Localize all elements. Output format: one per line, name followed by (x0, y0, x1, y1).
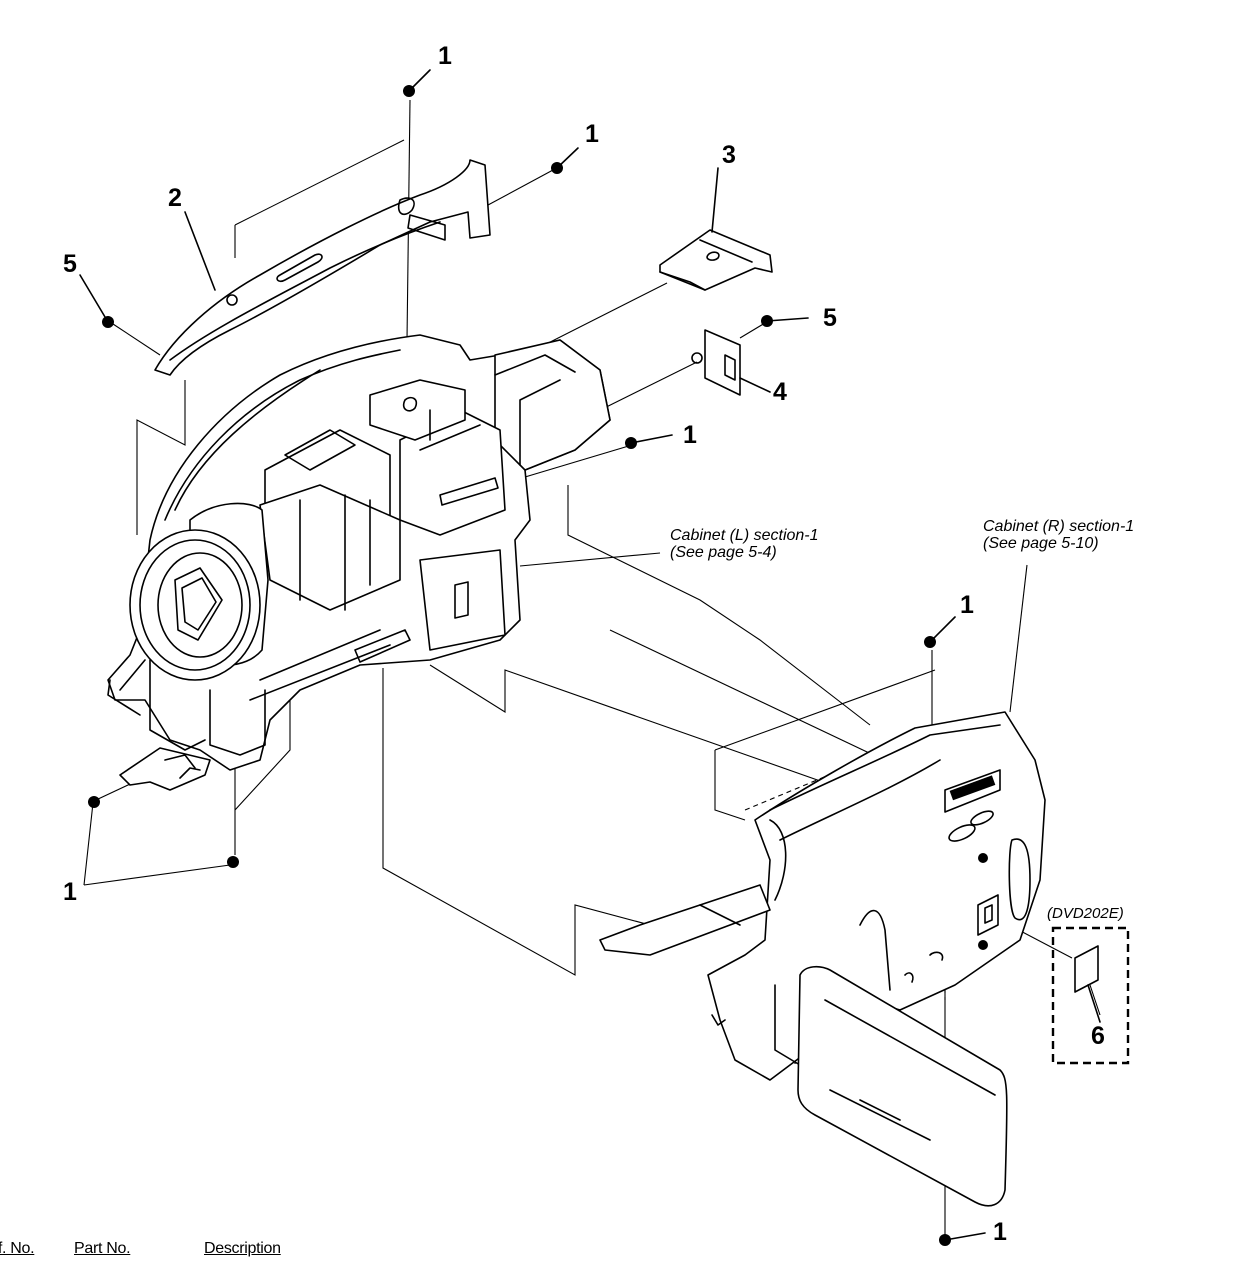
grip-cover-part (154, 159, 491, 376)
screw-icon (939, 1232, 986, 1246)
camera-body (107, 334, 611, 791)
ref-no-header: Ref. No. (0, 1240, 35, 1257)
callout-screw-right: 5 (823, 304, 837, 332)
screw-icon (79, 274, 114, 328)
bracket-part (691, 329, 741, 396)
leader-lines (184, 167, 1101, 1023)
screws (79, 69, 986, 1246)
part-no-header: Part No. (74, 1240, 131, 1257)
cabinet-r-page: (See page 5-10) (983, 535, 1099, 552)
callout-screw-bottom: 1 (63, 878, 77, 906)
screw-icon (551, 147, 579, 174)
description-header: Description (204, 1240, 281, 1257)
screw-icon (403, 69, 431, 97)
callout-top-cover: 3 (722, 141, 736, 169)
cabinet-l-page: (See page 5-4) (670, 544, 777, 561)
screw-icon (227, 856, 239, 868)
callout-screw-top-center: 1 (438, 42, 452, 70)
callout-small-bracket: 4 (773, 378, 787, 406)
callout-screw-left: 5 (63, 250, 77, 278)
screw-icon (924, 616, 956, 648)
cabinet-r (599, 711, 1046, 1207)
callout-screw-bottom-right: 1 (993, 1218, 1007, 1246)
callout-screw-cabinet-r: 1 (960, 591, 974, 619)
cabinet-l-reference: Cabinet (L) section-1 (See page 5-4) (670, 527, 819, 561)
cabinet-r-title: Cabinet (R) section-1 (983, 518, 1135, 535)
variant-label: (DVD202E) (1047, 905, 1124, 922)
label-part-6 (1051, 926, 1130, 1065)
callout-screw-mid-right: 1 (683, 421, 697, 449)
screw-icon (761, 315, 809, 327)
screw-icon (625, 434, 673, 449)
cabinet-r-reference: Cabinet (R) section-1 (See page 5-10) (983, 518, 1134, 552)
callout-screw-top-right: 1 (585, 120, 599, 148)
cabinet-l-title: Cabinet (L) section-1 (670, 527, 819, 544)
callout-label-part: 6 (1091, 1022, 1105, 1050)
callout-grip-cover: 2 (168, 184, 182, 212)
screw-icon (88, 796, 100, 808)
top-cover-part (659, 229, 773, 291)
